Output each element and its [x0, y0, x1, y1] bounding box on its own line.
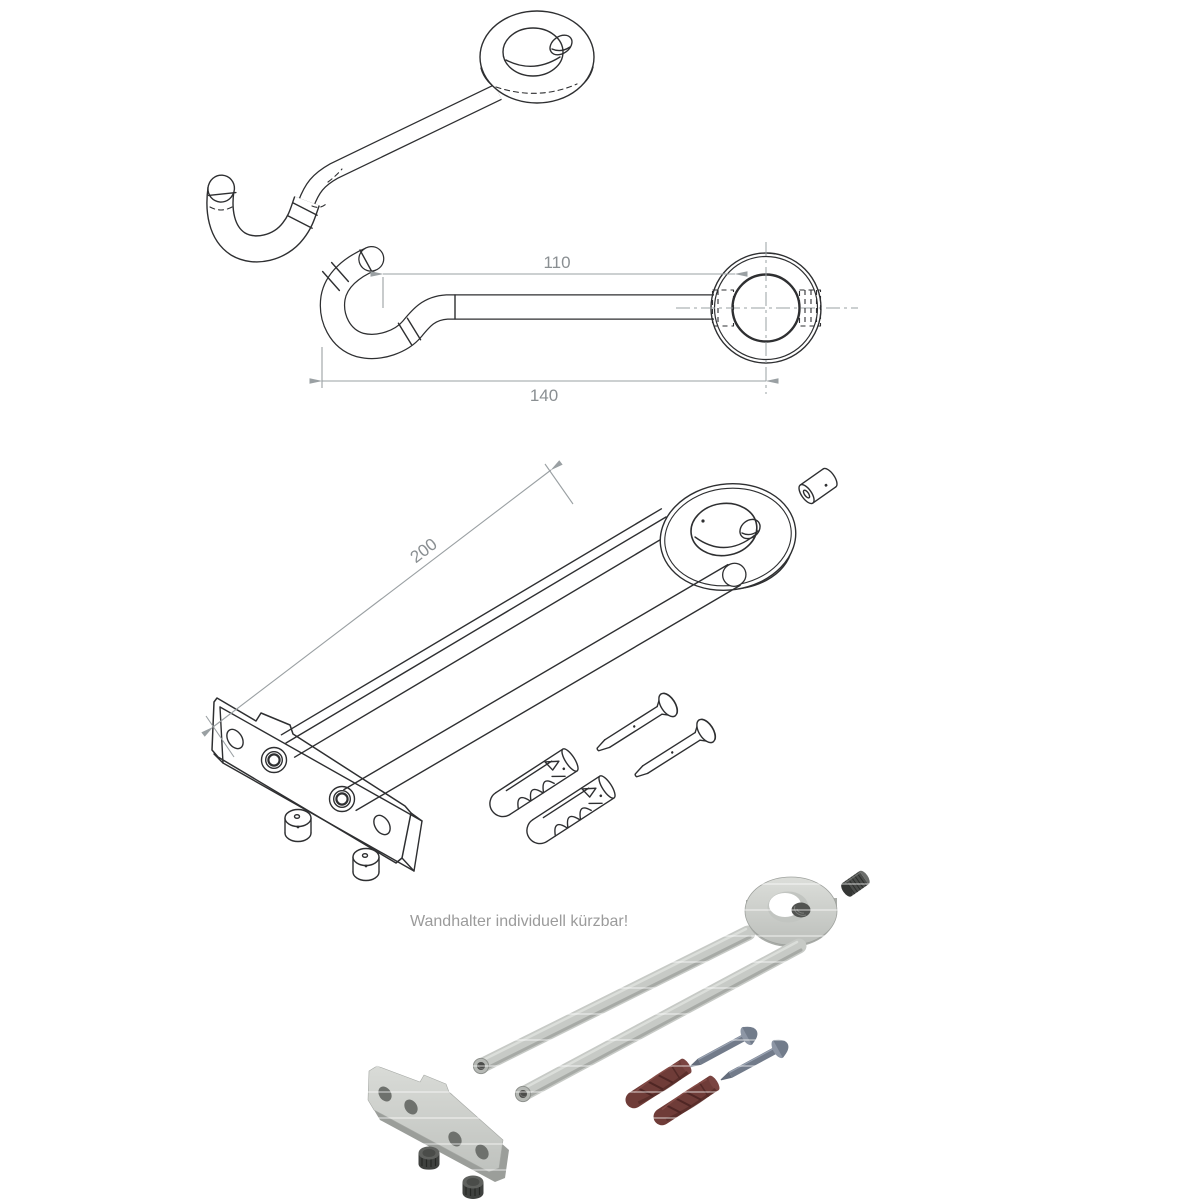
set-screw-exploded-2: [352, 847, 380, 882]
dim-110-label: 110: [543, 253, 570, 272]
grub-hole-icon: [549, 34, 573, 56]
dowel-exploded-2: [521, 772, 619, 850]
hook-side-tube: [319, 245, 714, 360]
note-text: Wandhalter individuell kürzbar!: [410, 913, 628, 930]
holder-rod-lower: [343, 562, 747, 812]
view-hook-side: 110 140: [309, 242, 858, 405]
render-set-screw-1: [417, 1145, 441, 1171]
dowel-exploded-1: [484, 745, 582, 823]
dim-140-label: 140: [530, 386, 558, 405]
eye-ring-side: [676, 242, 858, 394]
view-holder-exploded: 200: [201, 460, 838, 882]
eye-ring-3d: [479, 10, 595, 104]
render-rod-upper: [472, 925, 756, 1075]
thread-hidden-lines: [711, 289, 822, 327]
rod-boss-1: [260, 746, 288, 774]
hook-shaft: [297, 84, 502, 208]
view-hook-3d: [206, 10, 595, 263]
dimension-110: 110: [370, 253, 748, 308]
view-holder-rendered: Wandhalter individuell kürzbar!: [355, 870, 880, 1200]
dim-200-label: 200: [407, 534, 441, 566]
set-screw-exploded-1: [284, 808, 312, 843]
dimension-140: 140: [309, 347, 779, 405]
eye-ring-exploded: [659, 482, 797, 592]
hook-curve: [206, 168, 343, 263]
holder-bar-upper: [280, 508, 676, 758]
render-set-screw-2: [461, 1174, 485, 1200]
rod-boss-2: [328, 785, 356, 813]
render-scanline-artifacts: [355, 883, 880, 1171]
grub-screw-exploded: [798, 467, 838, 505]
